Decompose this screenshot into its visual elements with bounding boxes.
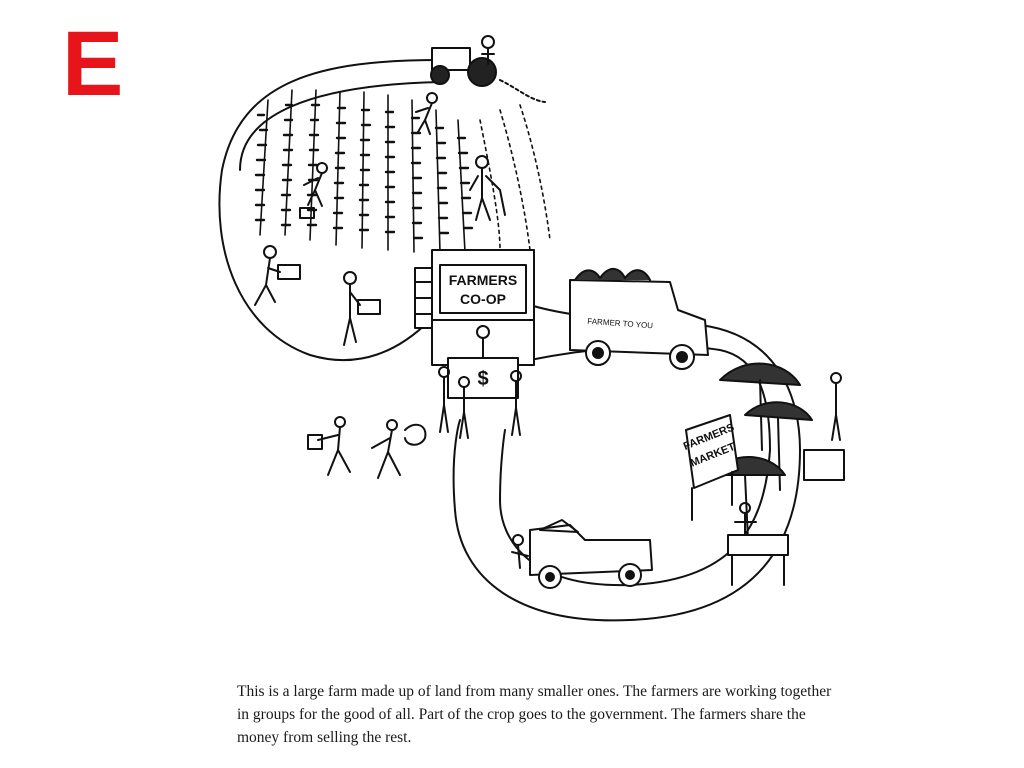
coop-customers	[438, 366, 522, 439]
walking-people	[307, 416, 427, 479]
farmers-market: FARMERS MARKET	[682, 362, 845, 586]
caption-text: This is a large farm made up of land fro…	[237, 683, 832, 746]
coop-dollar-sign: $	[477, 368, 488, 390]
coop-sign-line2: CO-OP	[460, 291, 506, 307]
slide-letter: E	[62, 13, 124, 115]
farmer-to-you-truck: FARMER TO YOU	[569, 268, 709, 370]
crop-field	[254, 89, 551, 253]
crate-carriers	[254, 245, 438, 346]
field-workers	[299, 92, 506, 221]
tractor	[430, 35, 546, 103]
pickup-truck	[511, 519, 653, 589]
farmers-coop-stand: FARMERS CO-OP $	[431, 249, 535, 439]
coop-sign-line1: FARMERS	[449, 272, 517, 288]
cooperative-farm-illustration: FARMERS CO-OP $ FARMER TO YOU	[218, 35, 845, 622]
